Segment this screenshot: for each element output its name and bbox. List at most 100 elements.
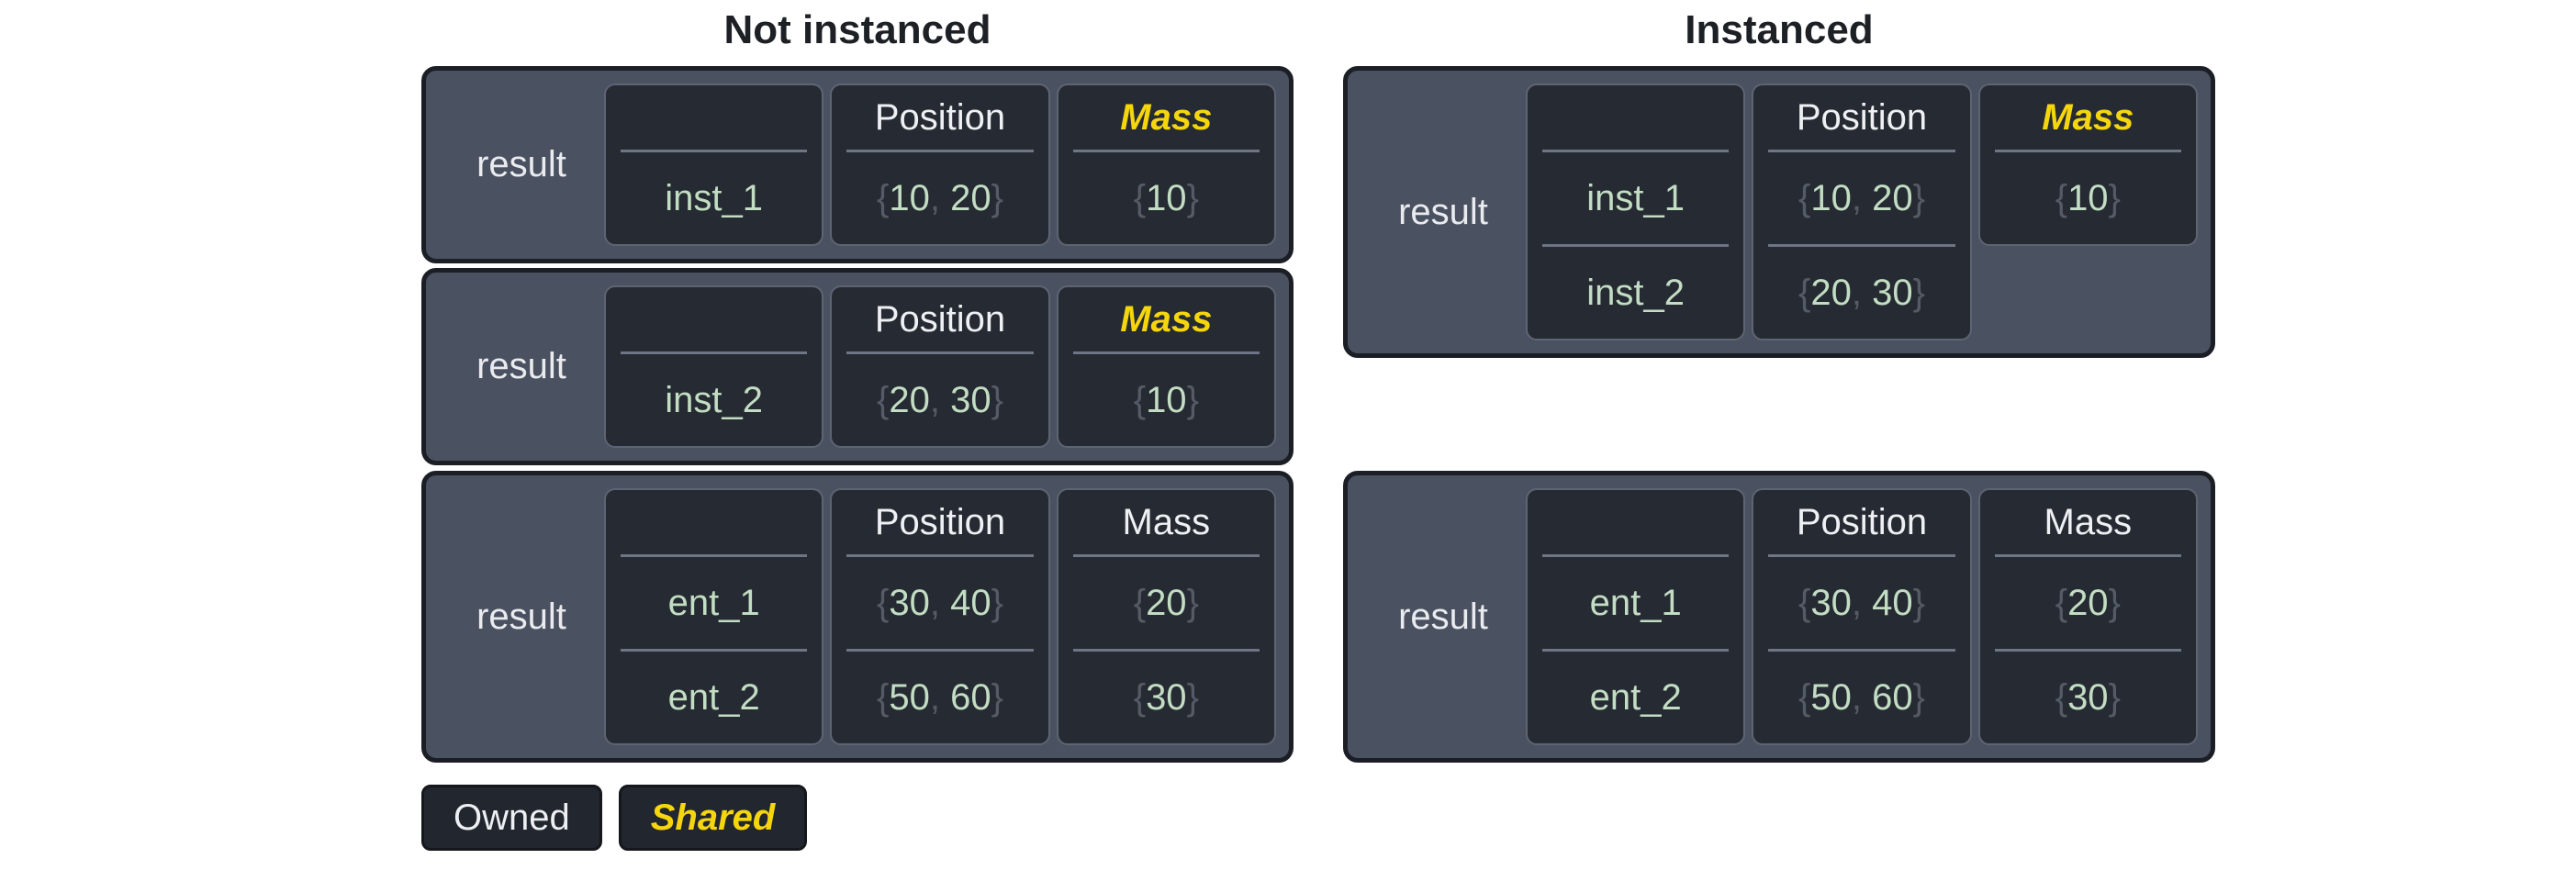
open-brace: { [2055, 677, 2068, 718]
open-brace: { [1133, 380, 1147, 420]
header-divider [1072, 150, 1260, 152]
mass-value-cell: {20} [1980, 557, 2196, 649]
entity-column: inst_1 [604, 84, 824, 246]
header-divider [1072, 351, 1260, 354]
entity-header [606, 287, 822, 351]
result-label: result [476, 346, 566, 386]
close-brace: } [2108, 677, 2121, 718]
entity-name-cell: inst_2 [665, 380, 764, 420]
component-columns: inst_2 Position{20, 30}Mass{10} [604, 285, 1276, 448]
entity-column: inst_2 [604, 285, 824, 448]
close-brace: } [2108, 583, 2121, 623]
header-divider [1994, 150, 2181, 152]
result-label: result [1398, 191, 1488, 232]
value-number: 30 [950, 380, 991, 420]
mass-value-cell: {10} [1058, 354, 1274, 446]
position-value-cell: {30, 40} [832, 557, 1047, 649]
value-number: 20 [1872, 178, 1913, 218]
open-brace: { [877, 677, 890, 718]
value-number: 60 [950, 677, 991, 718]
entity-name-cell: ent_1 [667, 583, 760, 623]
header-divider [1768, 150, 1955, 152]
position-value-cell: {50, 60} [832, 652, 1047, 743]
value-number: 20 [1146, 583, 1187, 623]
position-value-cell: {10, 20} [1753, 152, 1969, 244]
value-number: 50 [1810, 677, 1852, 718]
open-brace: { [1798, 273, 1811, 313]
value-number: 30 [1810, 583, 1852, 623]
value-number: 50 [889, 677, 930, 718]
close-brace: } [1912, 677, 1925, 718]
entity-name-cell: inst_1 [665, 178, 764, 218]
value-number: 40 [950, 583, 991, 623]
header-divider [621, 554, 808, 557]
close-brace: } [991, 380, 1003, 420]
legend-owned: Owned [421, 785, 602, 851]
position-value-cell: {50, 60} [1753, 652, 1969, 743]
open-brace: { [2055, 178, 2068, 218]
not-instanced-inst-2-panel: result inst_2 Position{20, 30}Mass{10} [421, 268, 1294, 465]
header-divider [1542, 150, 1730, 152]
close-brace: } [991, 178, 1003, 218]
open-brace: { [877, 178, 890, 218]
result-label: result [476, 144, 566, 184]
header-divider [621, 351, 808, 354]
position-column: Position{30, 40}{50, 60} [830, 488, 1050, 745]
entity-header [606, 85, 822, 150]
mass-column: Mass {20}{30} [1056, 488, 1276, 745]
comma: , [929, 583, 951, 623]
position-header: Position [1796, 97, 1928, 138]
mass-value-cell: {20} [1058, 557, 1274, 649]
header-divider [846, 351, 1034, 354]
value-number: 60 [1872, 677, 1913, 718]
value-number: 30 [1872, 273, 1913, 313]
mass-column: Mass{10} [1056, 285, 1276, 448]
row-divider [1542, 649, 1730, 652]
mass-header: Mass [1122, 502, 1211, 542]
legend-shared: Shared [618, 785, 808, 851]
header-divider [621, 150, 808, 152]
entity-name-cell: ent_1 [1589, 583, 1682, 623]
close-brace: } [1186, 583, 1199, 623]
position-header: Position [874, 502, 1006, 542]
comma: , [929, 677, 951, 718]
mass-column: Mass{10} [1977, 84, 2198, 246]
legend-owned-label: Owned [454, 797, 570, 838]
position-header: Position [1796, 502, 1928, 542]
mass-value-cell: {10} [1058, 152, 1274, 244]
header-divider [1768, 554, 1955, 557]
value-number: 10 [1146, 178, 1187, 218]
comma: , [1851, 178, 1873, 218]
position-column: Position{20, 30} [830, 285, 1050, 448]
entity-header [1528, 85, 1743, 150]
position-value-cell: {30, 40} [1753, 557, 1969, 649]
comma: , [1851, 273, 1873, 313]
header-divider [1994, 554, 2181, 557]
close-brace: } [991, 583, 1003, 623]
row-divider [1768, 244, 1955, 247]
position-value-cell: {20, 30} [1753, 247, 1969, 339]
comma: , [929, 380, 951, 420]
open-brace: { [1133, 583, 1147, 623]
section-title-instanced: Instanced [1685, 7, 1874, 52]
result-label: result [1398, 596, 1488, 637]
open-brace: { [1133, 178, 1147, 218]
value-number: 30 [1146, 677, 1187, 718]
position-header: Position [874, 97, 1006, 138]
value-number: 20 [950, 178, 991, 218]
value-number: 20 [1810, 273, 1852, 313]
mass-column: Mass{20}{30} [1977, 488, 2198, 745]
mass-header: Mass [2044, 502, 2133, 542]
position-value-cell: {10, 20} [832, 152, 1047, 244]
